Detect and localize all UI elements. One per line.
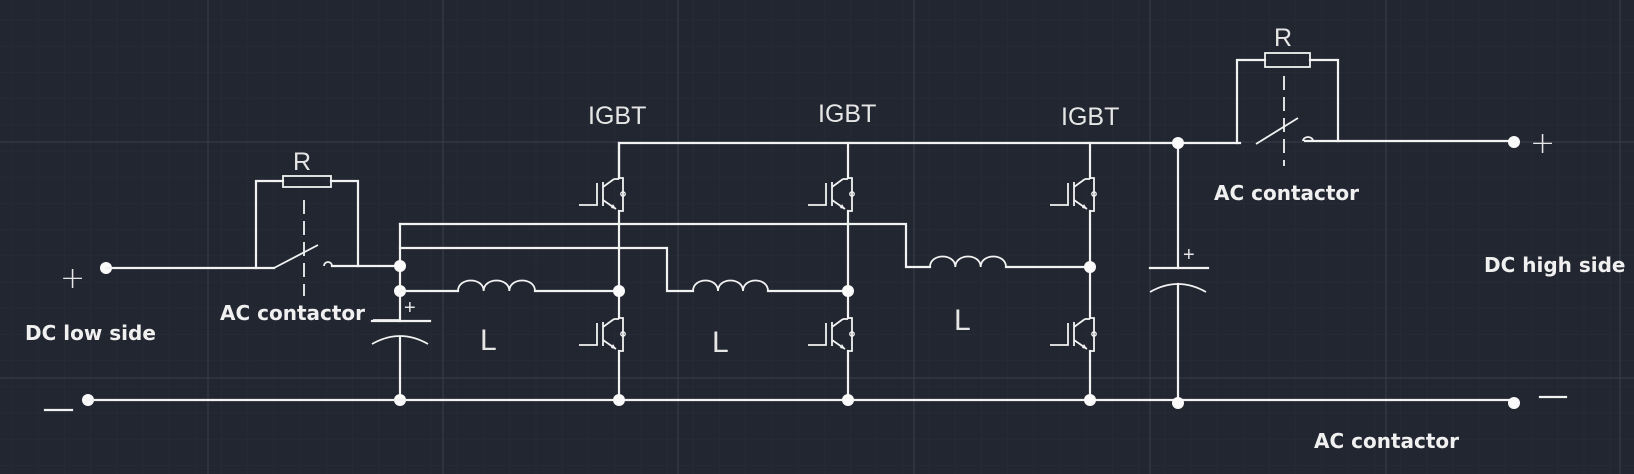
node (1172, 137, 1184, 149)
inductor-2-coil (692, 279, 769, 292)
igbt-emitter-arrow (611, 344, 616, 349)
freewheel-diode (1091, 191, 1097, 197)
freewheel-diode (620, 191, 626, 197)
igbt-collector-lead (602, 318, 615, 328)
inductor-2-label: L (712, 326, 729, 359)
igbt-diode-bracket (848, 317, 853, 352)
node (1084, 261, 1096, 273)
dc-high-side-terminals: + DC high side AC contactor (1314, 126, 1626, 453)
terminal-high-plus[interactable] (1508, 136, 1520, 148)
node (842, 285, 854, 297)
leg-3 (1050, 141, 1097, 406)
igbt-diode-bracket (619, 317, 624, 352)
leg-1 (579, 141, 626, 406)
freewheel-diode (849, 191, 855, 197)
contactor-high[interactable]: R AC contactor (1214, 24, 1514, 205)
contactor-blade (1255, 117, 1299, 145)
igbt-collector-lead (602, 178, 615, 188)
dc-low-side-label: DC low side (25, 321, 156, 345)
igbt-upper-3 (1050, 177, 1097, 212)
cap-high: + (1148, 137, 1210, 409)
contactor-low-label: AC contactor (220, 301, 365, 325)
igbt-emitter-arrow (840, 344, 845, 349)
contactor-contact (323, 261, 333, 267)
igbt-gate (808, 323, 827, 346)
igbt-diode-bracket (848, 177, 853, 212)
node (842, 394, 854, 406)
igbt-upper-1 (579, 177, 626, 212)
high-plus-symbol: + (1530, 126, 1555, 161)
igbt-1-label: IGBT (588, 102, 646, 130)
igbt-diode-bracket (1090, 317, 1095, 352)
igbt-gate (579, 323, 598, 346)
freewheel-diode (1091, 331, 1097, 337)
igbt-emitter-arrow (1082, 344, 1087, 349)
contactor-bypass-wire (254, 179, 360, 270)
igbt-collector-lead (831, 178, 844, 188)
igbt-upper-2 (808, 177, 855, 212)
igbt-emitter-arrow (840, 204, 845, 209)
igbt-legs (579, 141, 1097, 406)
node (1172, 397, 1184, 409)
freewheel-diode (620, 331, 626, 337)
resistor-high (1264, 52, 1311, 68)
leg-2 (808, 141, 855, 406)
inductors (457, 255, 1092, 293)
cap-high-polarity: + (1183, 244, 1195, 266)
inductor-3-label: L (954, 304, 971, 337)
inductor-3-coil (929, 255, 1007, 268)
igbt-gate (1050, 183, 1069, 206)
contactor-blade (273, 244, 319, 269)
freewheel-diode (849, 331, 855, 337)
resistor-low (282, 175, 332, 188)
igbt-emitter-arrow (611, 204, 616, 209)
phase-2-feed-wire (398, 246, 695, 293)
node (1084, 394, 1096, 406)
contactor-contact (1302, 136, 1314, 142)
igbt-collector-lead (831, 318, 844, 328)
igbt-gate (808, 183, 827, 206)
igbt-lower-3 (1050, 317, 1097, 352)
igbt-diode-bracket (619, 177, 624, 212)
cap-low-curved-plate (371, 335, 429, 345)
node (394, 260, 406, 272)
resistor-low-label: R (293, 148, 311, 176)
dc-high-side-label: DC high side (1484, 253, 1626, 277)
igbt-gate (1050, 323, 1069, 346)
igbt-gate (579, 183, 598, 206)
cap-low: + (370, 222, 432, 406)
terminal-high-minus[interactable] (1508, 397, 1520, 409)
phase-3-feed-wire (398, 222, 932, 269)
resistor-high-label: R (1274, 24, 1292, 52)
low-plus-symbol: + (60, 261, 85, 296)
contactor-bypass-wire (1235, 58, 1340, 145)
igbt-collector-lead (1073, 178, 1086, 188)
igbt-3-label: IGBT (1061, 103, 1119, 131)
node (613, 285, 625, 297)
igbt-collector-lead (1073, 318, 1086, 328)
igbt-2-label: IGBT (818, 100, 876, 128)
cap-low-polarity: + (404, 297, 416, 319)
contactor-bottom-label: AC contactor (1314, 429, 1459, 453)
contactor-low[interactable]: R AC contactor (104, 148, 402, 325)
inductor-1-coil (457, 279, 536, 292)
igbt-diode-bracket (1090, 177, 1095, 212)
contactor-high-label: AC contactor (1214, 181, 1359, 205)
igbt-lower-2 (808, 317, 855, 352)
cap-high-curved-plate (1149, 283, 1207, 293)
inductor-1-label: L (480, 324, 497, 357)
node (613, 394, 625, 406)
igbt-lower-1 (579, 317, 626, 352)
igbt-emitter-arrow (1082, 204, 1087, 209)
